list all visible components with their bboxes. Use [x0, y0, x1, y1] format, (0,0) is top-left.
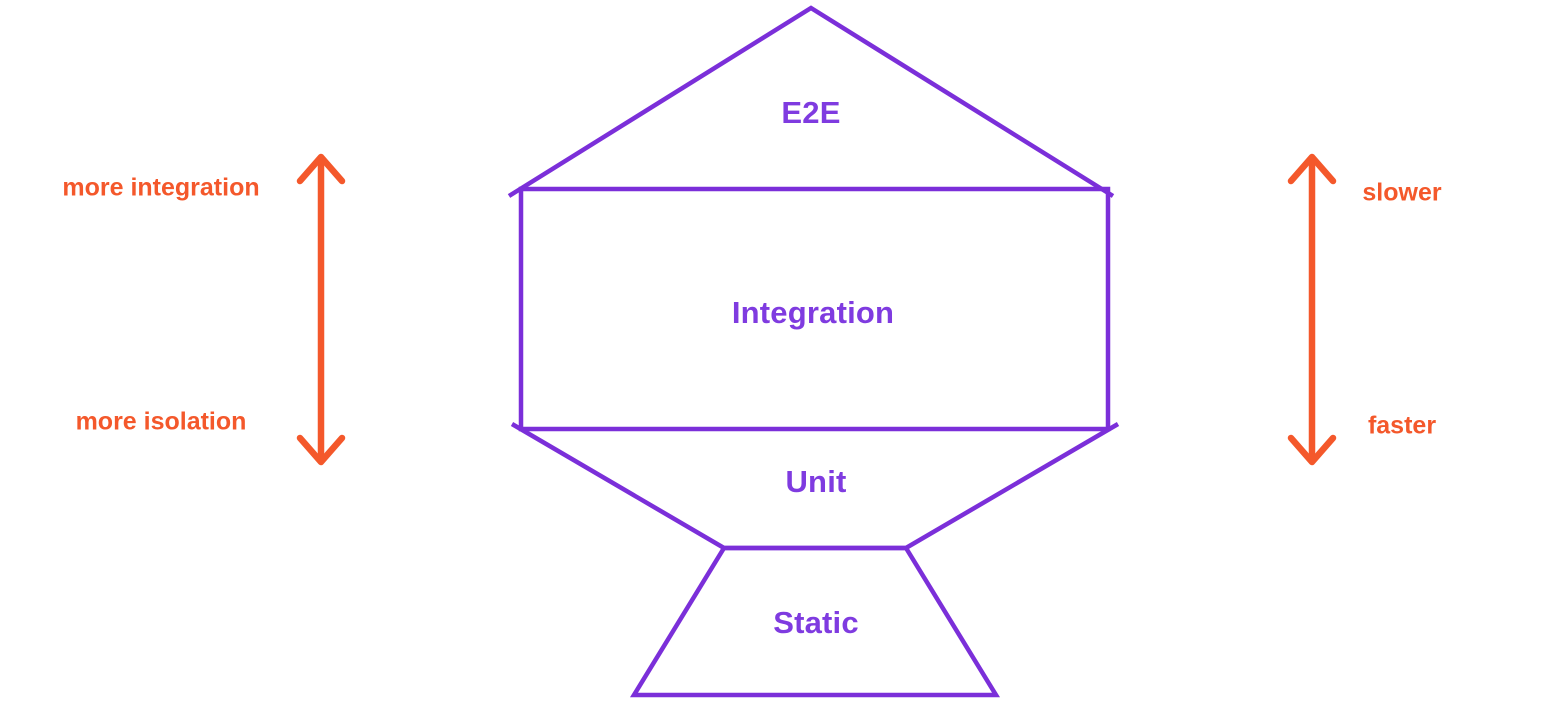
- static-label: Static: [773, 605, 859, 640]
- left-double-arrow-icon: [296, 153, 346, 466]
- slower-label: slower: [1362, 178, 1442, 207]
- integration-rectangle-shape: [518, 186, 1111, 432]
- static-trapezoid-shape: [629, 545, 1001, 698]
- integration-label: Integration: [731, 295, 895, 330]
- faster-label: faster: [1367, 411, 1437, 440]
- right-double-arrow-icon: [1287, 153, 1337, 466]
- more-integration-label: more integration: [62, 173, 260, 202]
- e2e-triangle-shape: [507, 5, 1115, 198]
- e2e-label: E2E: [781, 95, 841, 130]
- unit-label: Unit: [785, 464, 847, 499]
- more-isolation-label: more isolation: [75, 407, 247, 436]
